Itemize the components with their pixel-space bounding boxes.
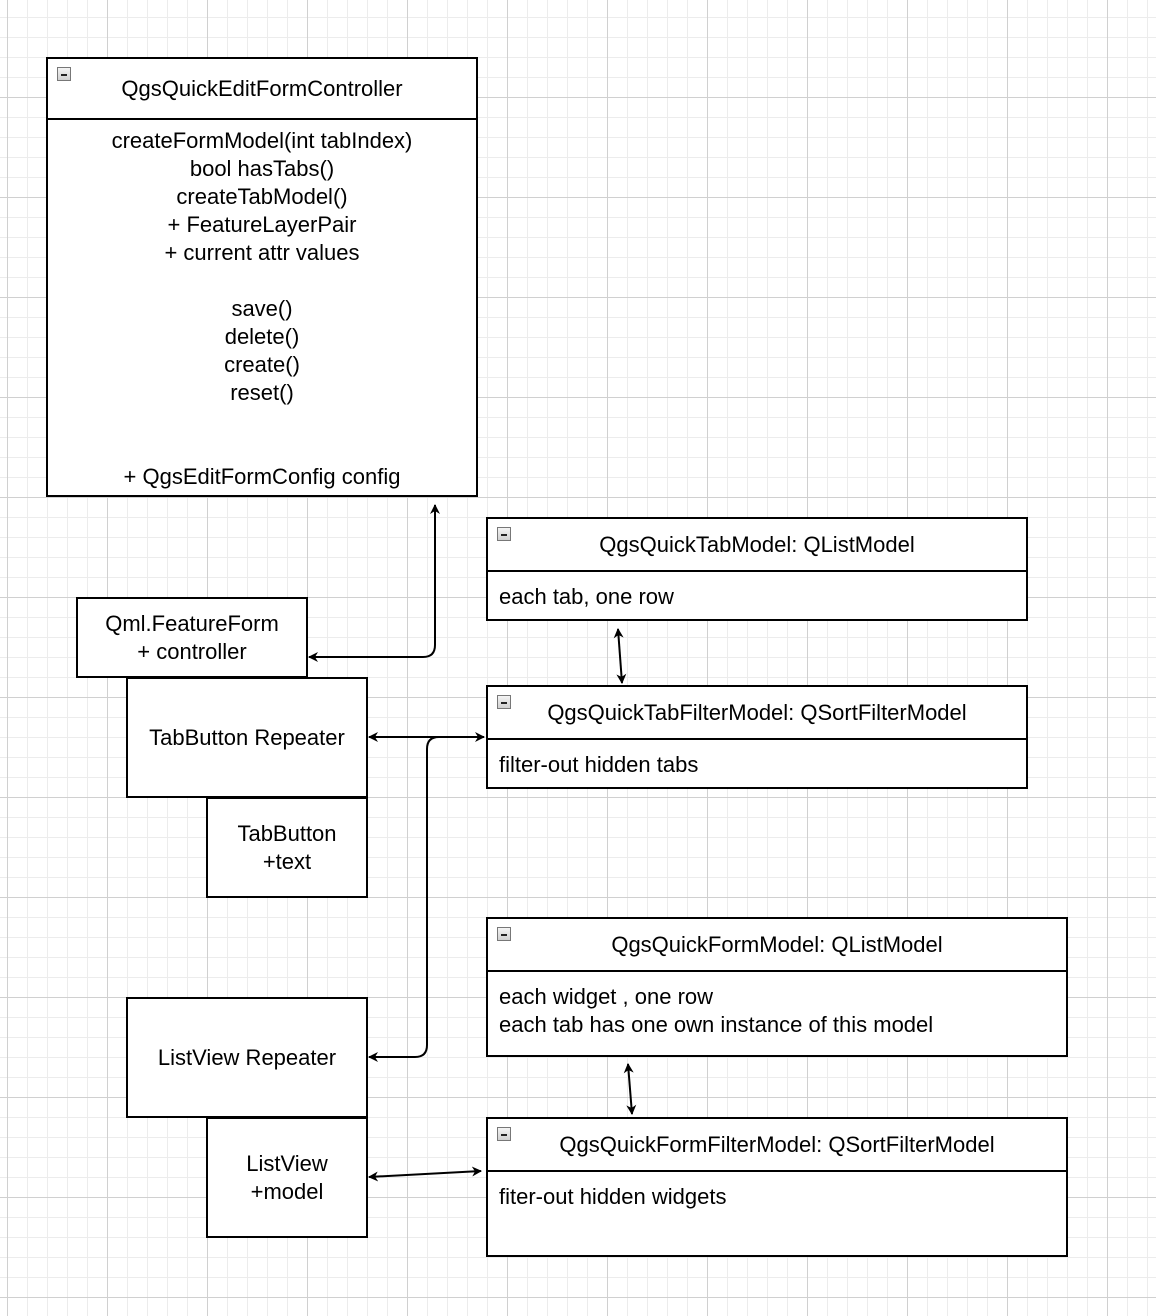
controller-class-header: QgsQuickEditFormController bbox=[48, 59, 476, 120]
list-view-node[interactable]: ListView +model bbox=[206, 1117, 368, 1238]
tab-model-class-title: QgsQuickTabModel: QListModel bbox=[599, 531, 915, 557]
edge-listviewrepeater-tabfiltermodel bbox=[368, 736, 484, 1062]
feature-form-node[interactable]: Qml.FeatureForm + controller bbox=[76, 597, 308, 678]
form-filter-model-class-body: fiter-out hidden widgets bbox=[499, 1184, 727, 1209]
tab-filter-model-class[interactable]: QgsQuickTabFilterModel: QSortFilterModel… bbox=[486, 685, 1028, 789]
tab-filter-model-class-body: filter-out hidden tabs bbox=[499, 752, 699, 777]
form-filter-model-class-header: QgsQuickFormFilterModel: QSortFilterMode… bbox=[488, 1119, 1066, 1172]
edge-listview-formfiltermodel bbox=[368, 1166, 482, 1182]
edge-formmodel-formfiltermodel bbox=[623, 1063, 637, 1115]
collapse-icon[interactable] bbox=[497, 927, 511, 941]
form-model-class[interactable]: QgsQuickFormModel: QListModel each widge… bbox=[486, 917, 1068, 1057]
tab-filter-model-class-title: QgsQuickTabFilterModel: QSortFilterModel bbox=[547, 699, 967, 725]
controller-class[interactable]: QgsQuickEditFormController createFormMod… bbox=[46, 57, 478, 497]
edge-controller-featureform bbox=[308, 504, 440, 662]
form-model-class-header: QgsQuickFormModel: QListModel bbox=[488, 919, 1066, 972]
collapse-icon[interactable] bbox=[497, 527, 511, 541]
tab-filter-model-class-header: QgsQuickTabFilterModel: QSortFilterModel bbox=[488, 687, 1026, 740]
tab-button-repeater-node[interactable]: TabButton Repeater bbox=[126, 677, 368, 798]
form-filter-model-class[interactable]: QgsQuickFormFilterModel: QSortFilterMode… bbox=[486, 1117, 1068, 1257]
form-model-class-body: each widget , one row each tab has one o… bbox=[499, 984, 934, 1037]
tab-model-class[interactable]: QgsQuickTabModel: QListModel each tab, o… bbox=[486, 517, 1028, 621]
edge-tabmodel-tabfiltermodel bbox=[613, 628, 627, 684]
tab-model-class-header: QgsQuickTabModel: QListModel bbox=[488, 519, 1026, 572]
form-model-class-title: QgsQuickFormModel: QListModel bbox=[611, 931, 943, 957]
tab-button-node[interactable]: TabButton +text bbox=[206, 797, 368, 898]
collapse-icon[interactable] bbox=[497, 695, 511, 709]
controller-class-title: QgsQuickEditFormController bbox=[121, 75, 403, 101]
collapse-icon[interactable] bbox=[497, 1127, 511, 1141]
controller-class-body: createFormModel(int tabIndex) bool hasTa… bbox=[111, 128, 413, 489]
tab-model-class-body: each tab, one row bbox=[499, 584, 674, 609]
collapse-icon[interactable] bbox=[57, 67, 71, 81]
form-filter-model-class-title: QgsQuickFormFilterModel: QSortFilterMode… bbox=[559, 1131, 995, 1157]
list-view-repeater-node[interactable]: ListView Repeater bbox=[126, 997, 368, 1118]
